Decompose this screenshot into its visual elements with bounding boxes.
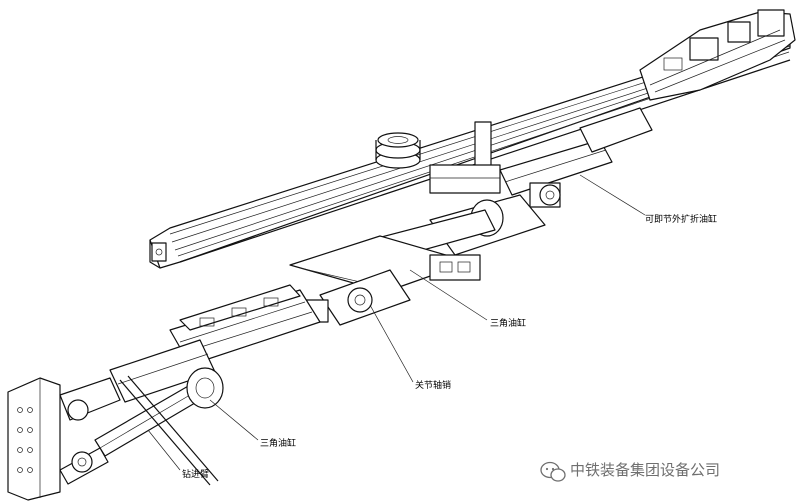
- lower-tie-rod: [119, 375, 219, 486]
- watermark: 中铁装备集团设备公司: [540, 461, 720, 482]
- label-joint-pin: 关节轴销: [415, 379, 451, 391]
- label-boom: 钻进臂: [182, 468, 209, 480]
- label-triangle-cylinder-bottom: 三角油缸: [260, 437, 296, 449]
- base-mount: [7, 377, 121, 501]
- watermark-text: 中铁装备集团设备公司: [570, 461, 720, 479]
- label-telescopic-cylinder: 可即节外扩折油缸: [645, 213, 717, 225]
- upper-extension-cylinder: [499, 107, 653, 208]
- rear-carriage: [639, 9, 796, 101]
- beam-bracket: [429, 121, 501, 194]
- label-triangle-cylinder-top: 三角油缸: [490, 317, 526, 329]
- wechat-icon: [540, 461, 566, 482]
- pulley: [375, 132, 421, 169]
- leader-lines: [147, 174, 646, 471]
- middle-boom: [289, 194, 546, 293]
